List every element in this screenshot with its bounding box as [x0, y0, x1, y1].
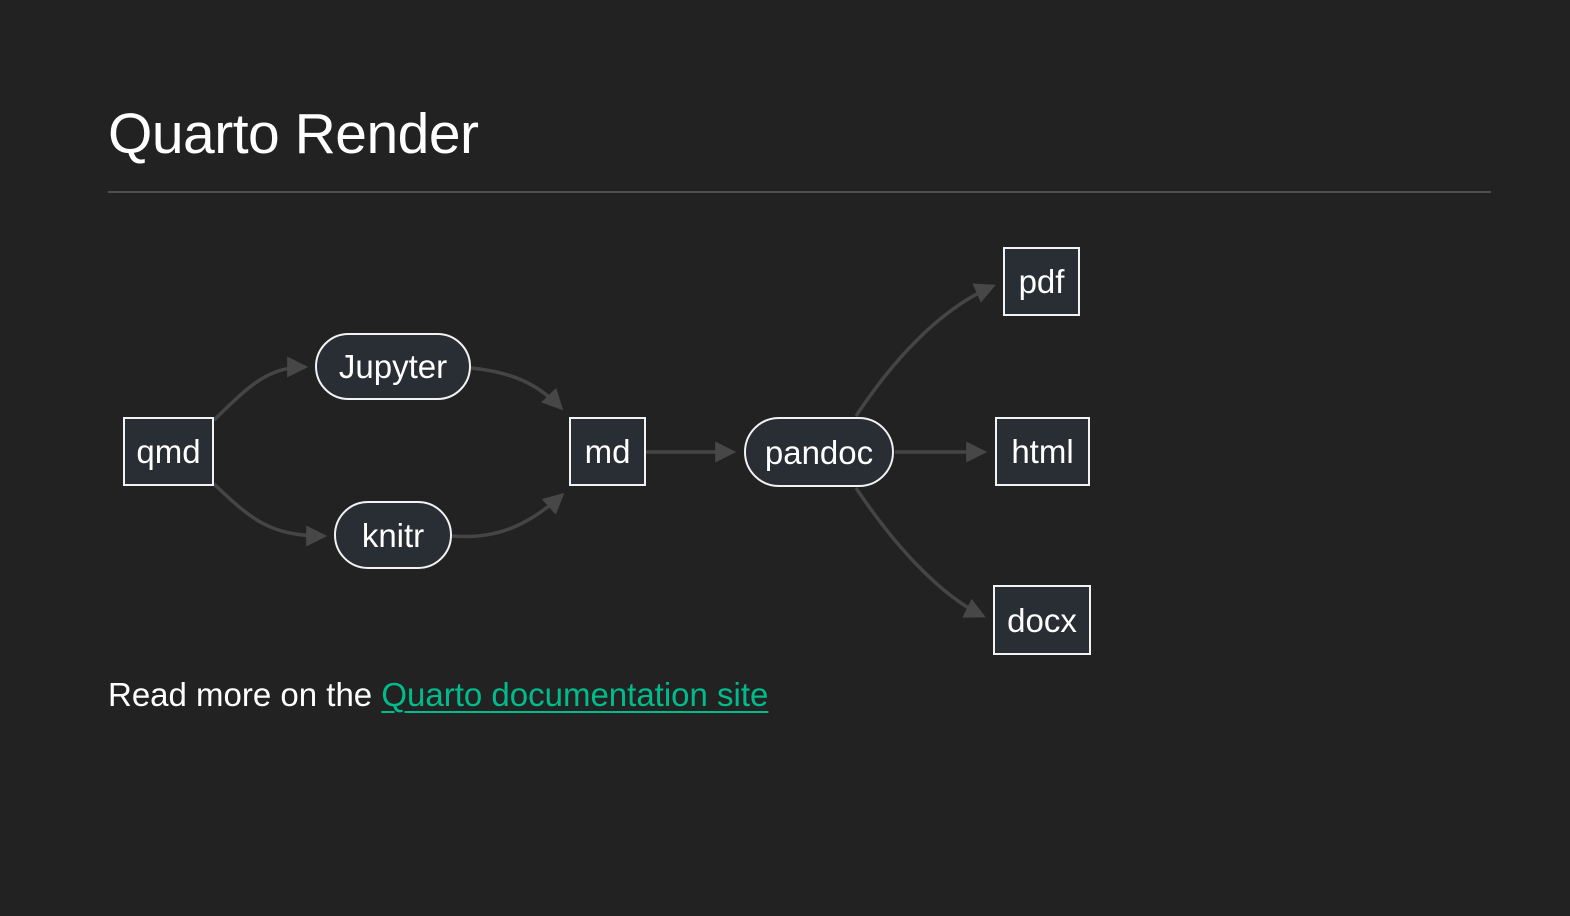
node-label: html: [1011, 433, 1074, 470]
edge-pandoc-to-docx: [854, 487, 986, 618]
node-label: pdf: [1018, 263, 1065, 300]
read-more-text: Read more on the: [108, 676, 382, 713]
flowchart-node-pdf: pdf: [1003, 247, 1080, 316]
edge-knitr-to-md: [451, 492, 565, 539]
page-title: Quarto Render: [108, 102, 479, 166]
edge-qmd-to-knitr: [212, 482, 328, 547]
node-label: qmd: [136, 433, 201, 470]
flowchart-node-html: html: [995, 417, 1090, 486]
node-label: docx: [1007, 601, 1077, 639]
read-more-paragraph: Read more on the Quarto documentation si…: [108, 670, 768, 720]
node-label: md: [584, 433, 631, 470]
flowchart-node-pandoc: pandoc: [744, 417, 894, 487]
edge-jupyter-to-md: [470, 366, 564, 411]
flowchart-node-md: md: [569, 417, 646, 486]
edge-qmd-to-jupyter: [212, 356, 309, 422]
title-divider: [108, 191, 1491, 193]
flowchart-node-docx: docx: [993, 585, 1091, 655]
flowchart-node-jupyter: Jupyter: [315, 333, 471, 400]
edge-pandoc-to-pdf: [854, 283, 996, 417]
flowchart-node-qmd: qmd: [123, 417, 214, 486]
node-label: knitr: [361, 516, 425, 554]
flowchart-node-knitr: knitr: [334, 501, 452, 569]
quarto-documentation-link[interactable]: Quarto documentation site: [381, 676, 769, 713]
node-label: pandoc: [764, 433, 874, 471]
node-label: Jupyter: [338, 348, 448, 385]
